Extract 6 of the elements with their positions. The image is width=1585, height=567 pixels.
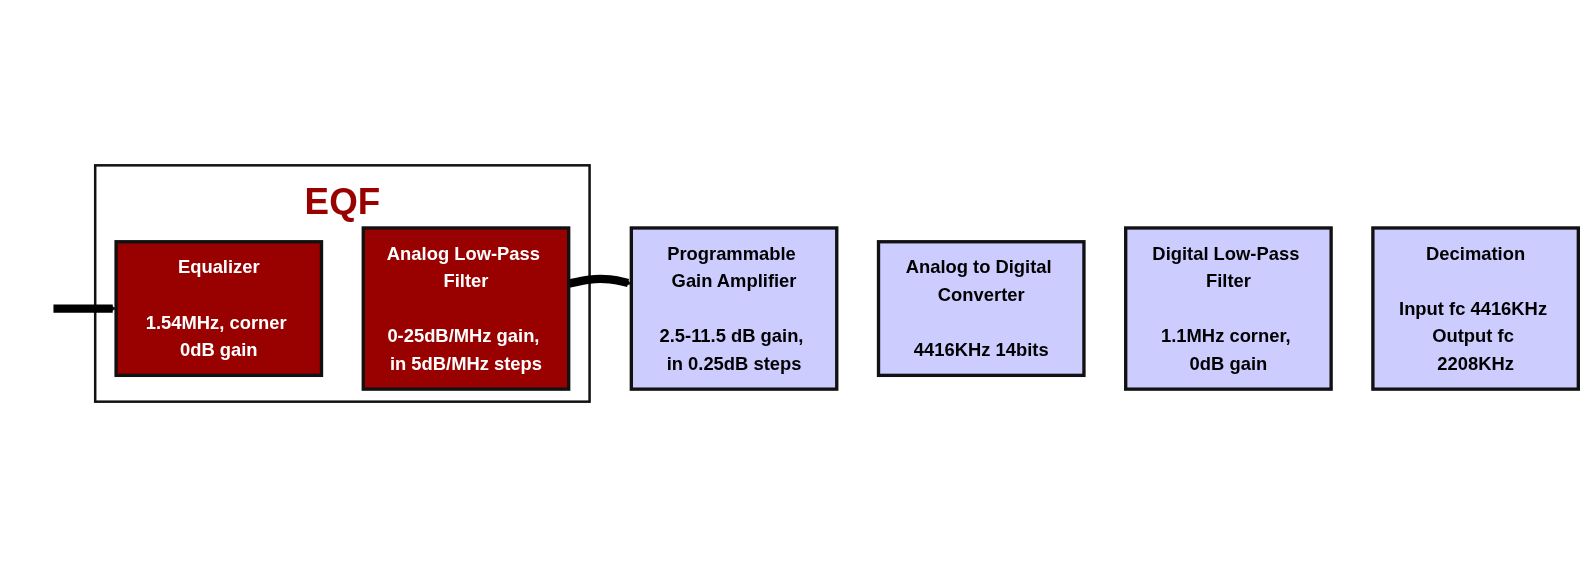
node-box: Analog to Digital Converter 4416KHz 14bits bbox=[876, 240, 1086, 378]
node-box: Decimation Input fc 4416KHz Output fc 2208KHz bbox=[1371, 226, 1580, 391]
node-box: Equalizer 1.54MHz, corner 0dB gain bbox=[114, 240, 324, 378]
node-box: Programmable Gain Amplifier 2.5-11.5 dB gain, in 0.25dB steps bbox=[629, 226, 839, 391]
node-box: Analog Low-Pass Filter 0-25dB/MHz gain, in 5dB/MHz steps bbox=[361, 226, 571, 391]
node-box: Digital Low-Pass Filter 1.1MHz corner, 0dB gain bbox=[1124, 226, 1333, 391]
